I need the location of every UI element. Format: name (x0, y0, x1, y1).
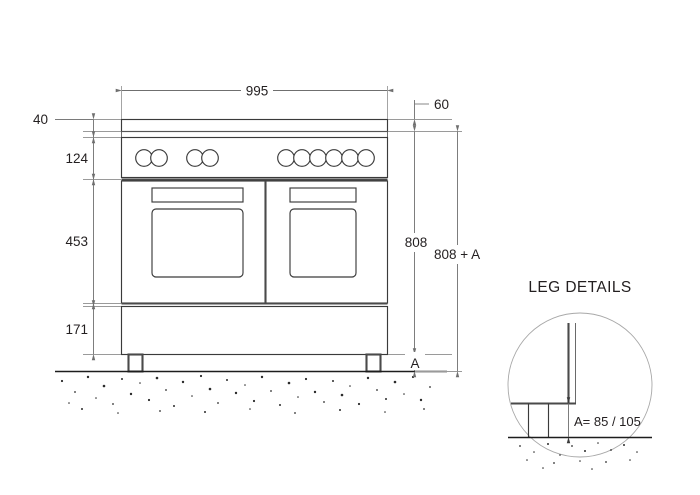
oven-door-right[interactable] (289, 187, 357, 278)
leg-detail-hatch (519, 442, 638, 470)
oven-section (120, 180, 389, 304)
detail-circle (507, 312, 653, 458)
knob[interactable] (293, 149, 311, 167)
base-panel (120, 305, 389, 356)
leg-detail-wall (567, 323, 576, 403)
knob[interactable] (150, 149, 168, 167)
knob[interactable] (309, 149, 327, 167)
dimension-base-171: 171 (65, 300, 96, 361)
dim-label-door-height: 453 (65, 234, 88, 249)
dimension-total-808-plus-A: 808 + A (415, 125, 501, 378)
leg-details-callout: LEG DETAILS A= 85 / 105 (507, 279, 653, 470)
leg-details-title: LEG DETAILS (528, 279, 631, 296)
knob[interactable] (135, 149, 153, 167)
dimension-top-offset-40: 40 (33, 112, 96, 144)
knob-group-left (135, 149, 219, 167)
door-handle-right[interactable] (289, 187, 357, 203)
door-window-right (289, 208, 357, 278)
dim-label-leg: A (410, 356, 419, 371)
dim-label-body-height: 808 (405, 235, 428, 250)
door-handle-left[interactable] (151, 187, 244, 203)
dim-label-panel-height: 124 (65, 151, 88, 166)
knob[interactable] (341, 149, 359, 167)
dim-label-width: 995 (246, 84, 269, 99)
leg-detail-dimension-label: A= 85 / 105 (574, 414, 641, 429)
leg-detail-leg (527, 403, 550, 437)
ground-hatch-specks (60, 374, 431, 414)
knob[interactable] (186, 149, 204, 167)
knob[interactable] (325, 149, 343, 167)
control-panel (120, 136, 389, 179)
leg-left (127, 353, 144, 373)
backguard (120, 118, 389, 138)
knob-group-right (277, 149, 375, 167)
ground-plane (55, 370, 447, 414)
dim-label-top-offset: 40 (33, 112, 48, 127)
dim-label-backguard: 60 (434, 97, 449, 112)
dimension-panel-124: 124 (65, 131, 96, 186)
dimension-backguard-60: 60 (388, 97, 452, 132)
knob[interactable] (357, 149, 375, 167)
dim-label-total-height: 808 + A (434, 247, 480, 262)
dim-label-base-height: 171 (65, 322, 88, 337)
knob[interactable] (201, 149, 219, 167)
dimension-door-453: 453 (65, 173, 96, 310)
door-window-left (151, 208, 244, 278)
dimension-width-995: 995 (115, 84, 394, 119)
dimension-body-808: 808 (388, 125, 452, 361)
dimension-leg-A: A (405, 348, 425, 378)
appliance-legs (127, 353, 382, 373)
knob[interactable] (277, 149, 295, 167)
leg-right (365, 353, 382, 373)
oven-door-left[interactable] (151, 187, 244, 278)
appliance-elevation (120, 118, 389, 373)
